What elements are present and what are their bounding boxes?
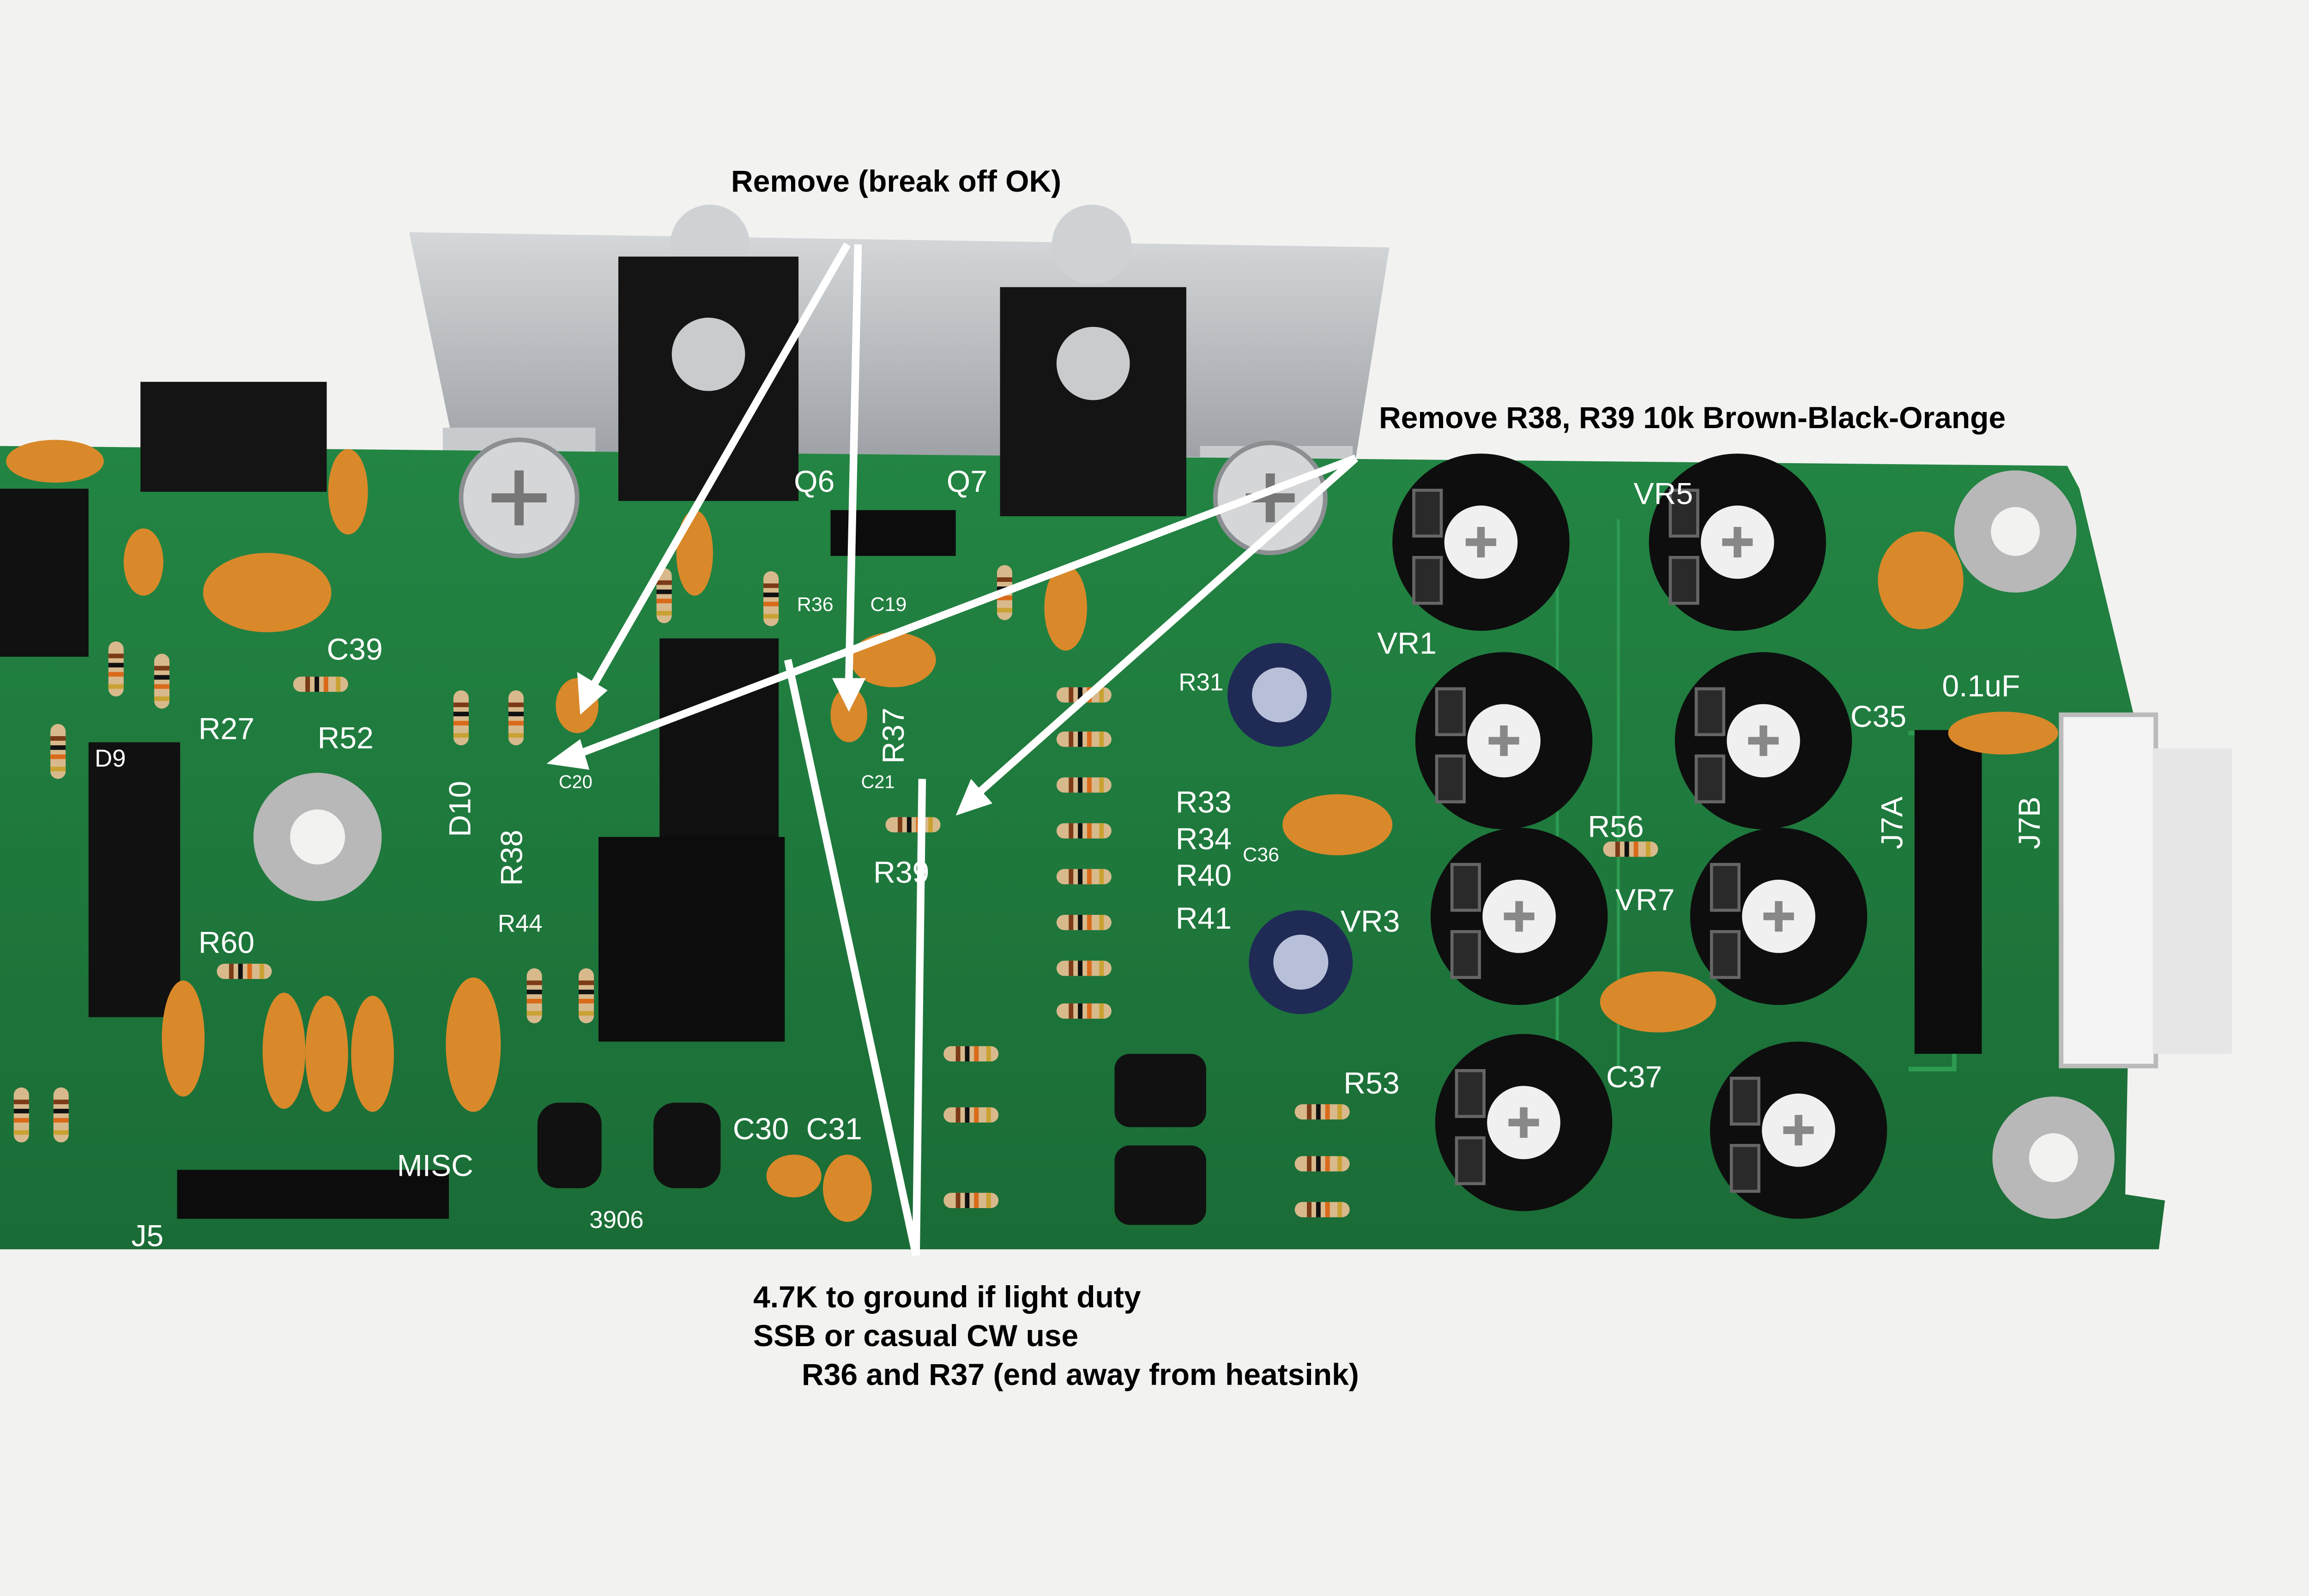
silk-r44: R44	[498, 910, 543, 937]
silk-vr1: VR1	[1377, 626, 1437, 660]
annotation-light-duty: 4.7K to ground if light duty SSB or casu…	[753, 1277, 1359, 1394]
silk-c36: C36	[1243, 844, 1279, 866]
annotation-remove-break-off: Remove (break off OK)	[731, 164, 1062, 198]
silk-j7a: J7A	[1875, 797, 1909, 849]
ic-chip	[0, 489, 785, 1042]
silk-cap-value: 0.1uF	[1942, 669, 2020, 703]
silk-r36: R36	[797, 593, 834, 616]
light-duty-line-2: SSB or casual CW use	[753, 1318, 1079, 1353]
silk-r41: R41	[1176, 901, 1232, 936]
silk-misc: MISC	[397, 1149, 473, 1183]
silk-r34: R34	[1176, 822, 1232, 856]
silk-d10: D10	[443, 781, 477, 837]
silk-q7: Q7	[947, 465, 987, 499]
silk-j5: J5	[131, 1219, 163, 1253]
silk-vr5: VR5	[1634, 477, 1693, 511]
to220-transistor	[140, 256, 1186, 516]
annotation-remove-r38-r39: Remove R38, R39 10k Brown-Black-Orange	[1379, 400, 2006, 435]
silk-vr3: VR3	[1341, 904, 1400, 938]
silk-q6: Q6	[794, 465, 834, 499]
light-duty-line-1: 4.7K to ground if light duty	[753, 1280, 1141, 1314]
silk-r27: R27	[199, 712, 254, 746]
silk-r33: R33	[1176, 785, 1232, 819]
arrow-icon	[577, 242, 851, 715]
silk-r38: R38	[495, 830, 529, 886]
silk-c35: C35	[1850, 700, 1906, 734]
silk-r31: R31	[1179, 669, 1223, 696]
silk-r56: R56	[1588, 810, 1644, 844]
to92-transistor	[537, 1053, 1206, 1225]
arrow-icon	[955, 455, 1359, 816]
silk-c31: C31	[806, 1112, 862, 1146]
electrolytic-capacitor	[1227, 643, 1353, 1014]
arrow-icon	[832, 244, 866, 712]
silk-j7b: J7B	[2013, 797, 2047, 849]
silk-r53: R53	[1343, 1066, 1399, 1100]
screw-icon	[459, 437, 1328, 558]
silk-d9: D9	[95, 745, 126, 772]
silk-r40: R40	[1176, 858, 1232, 893]
silk-c37: C37	[1606, 1060, 1662, 1094]
silk-c21: C21	[861, 772, 895, 792]
silk-q3906: 3906	[589, 1206, 644, 1233]
silk-c39: C39	[327, 633, 383, 667]
annotation-arrows	[546, 242, 1359, 1257]
silk-c20: C20	[559, 772, 592, 792]
silk-r52: R52	[318, 721, 374, 756]
light-duty-line-3: R36 and R37 (end away from heatsink)	[802, 1357, 1359, 1391]
ceramic-capacitor	[6, 440, 2058, 1222]
silk-c19: C19	[870, 593, 907, 616]
silk-r60: R60	[199, 926, 254, 960]
connector-icon	[2059, 712, 2232, 1069]
silk-r37: R37	[876, 707, 911, 763]
silk-vr7: VR7	[1615, 883, 1675, 917]
arrow-icon	[546, 454, 1357, 770]
silk-c30: C30	[733, 1112, 789, 1146]
mounting-hole-icon	[253, 470, 2115, 1219]
